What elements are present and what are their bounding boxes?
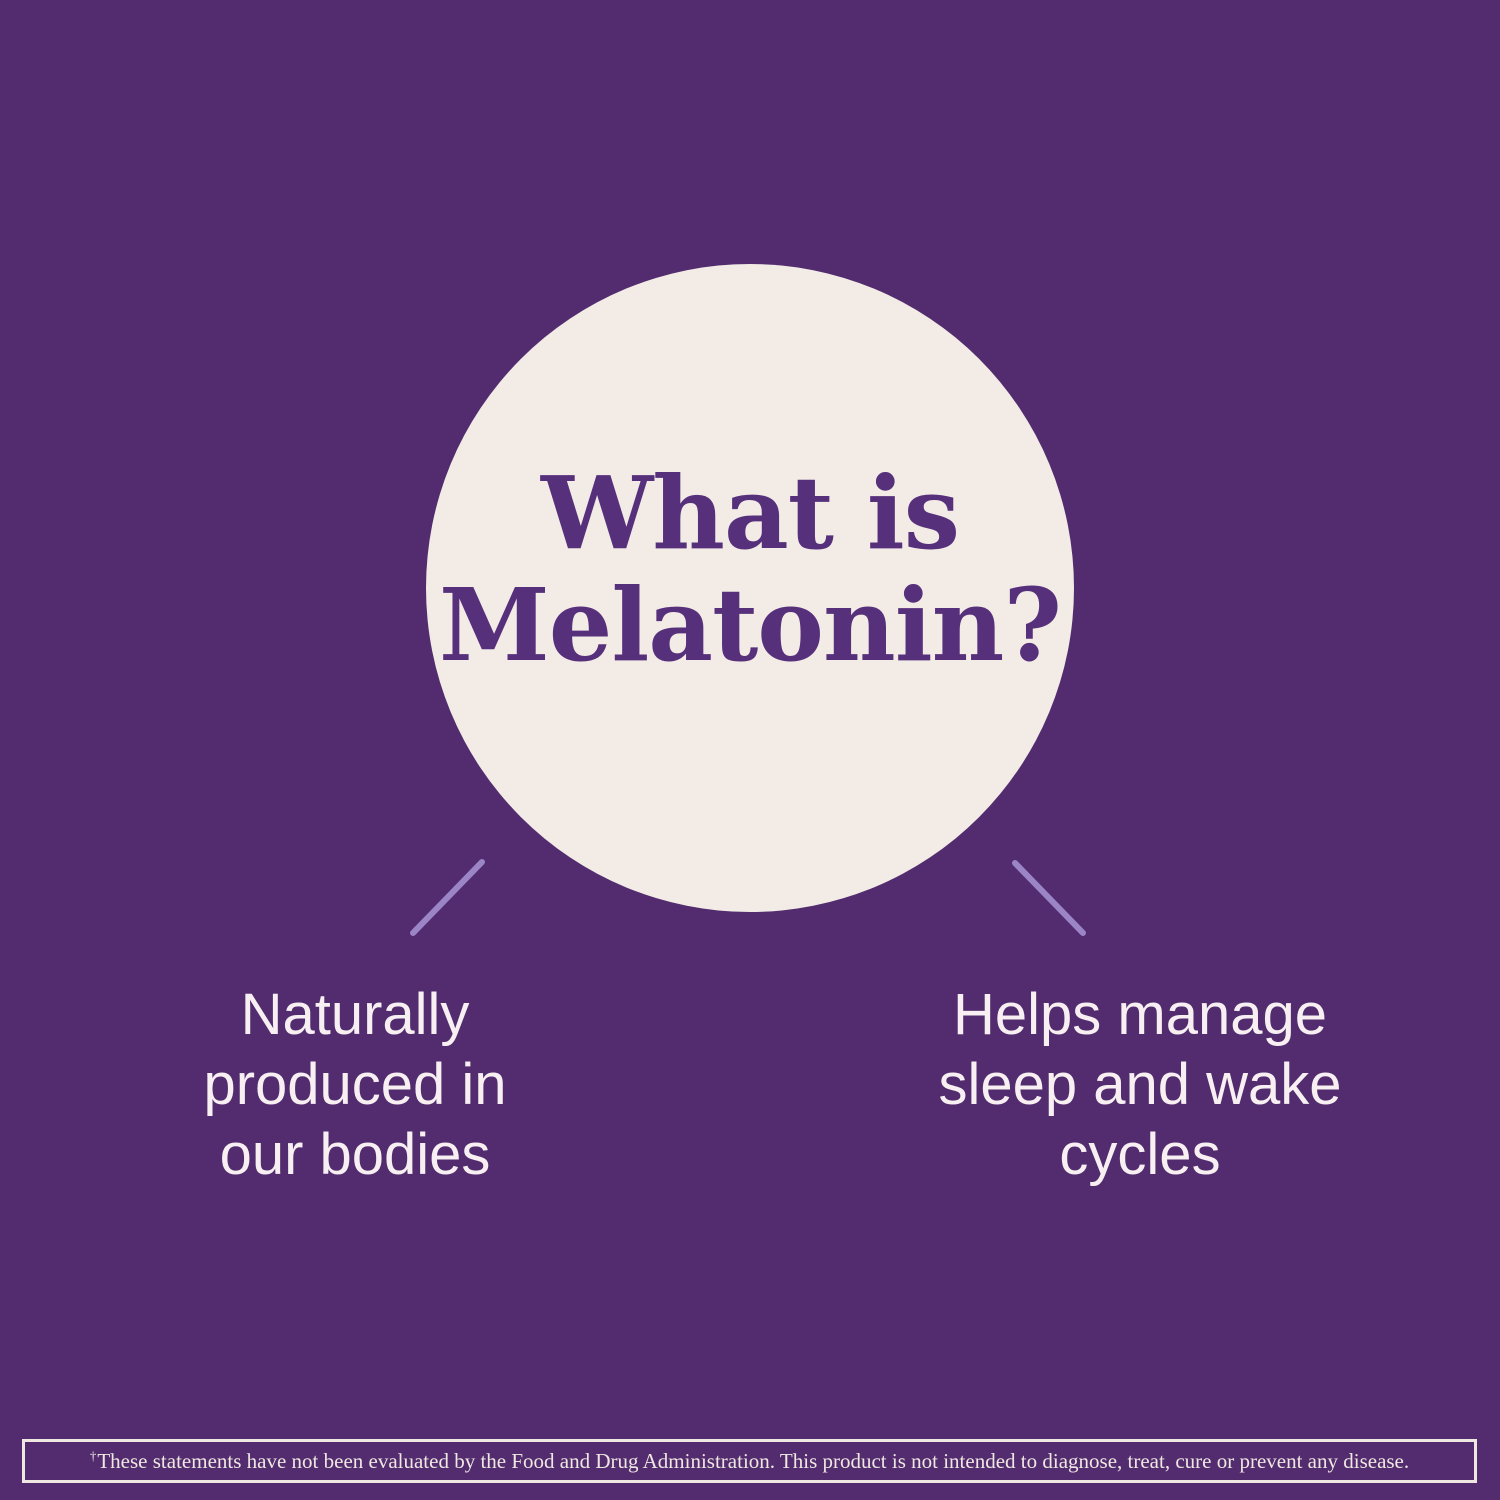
callout-sleep-wake-cycles: Helps manage sleep and wake cycles — [938, 980, 1341, 1190]
fda-disclaimer-bar: † These statements have not been evaluat… — [22, 1439, 1477, 1483]
title-line-1: What is — [540, 454, 960, 572]
disclaimer-text: These statements have not been evaluated… — [97, 1448, 1410, 1473]
right-connector-line — [1012, 860, 1086, 936]
page-title: What is Melatonin? — [426, 457, 1074, 681]
title-line-2: Melatonin? — [439, 566, 1062, 684]
callout-left-line-1: Naturally — [240, 982, 470, 1047]
callout-naturally-produced: Naturally produced in our bodies — [203, 980, 506, 1190]
left-connector-line — [410, 859, 485, 936]
callout-right-line-3: cycles — [1059, 1122, 1221, 1187]
title-circle: What is Melatonin? — [426, 264, 1074, 912]
callout-left-line-3: our bodies — [219, 1122, 491, 1187]
dagger-symbol: † — [89, 1448, 97, 1463]
callout-right-line-2: sleep and wake — [938, 1052, 1342, 1117]
callout-left-line-2: produced in — [203, 1052, 507, 1117]
callout-right-line-1: Helps manage — [953, 982, 1327, 1047]
